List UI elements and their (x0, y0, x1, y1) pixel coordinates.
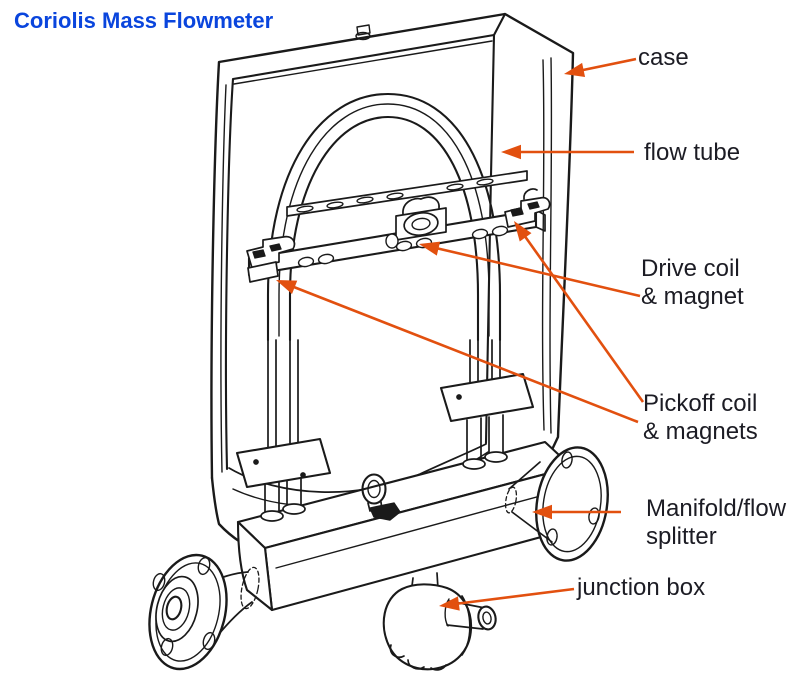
leader-manifold-flow-splitter-1-arrowhead (532, 504, 552, 520)
label-pickoff-coil-magnets-line-1: Pickoff coil (643, 390, 758, 417)
label-manifold-flow-splitter-line-2: splitter (646, 523, 717, 550)
flow-tube-drawing (266, 92, 502, 456)
page-title: Coriolis Mass Flowmeter (14, 8, 274, 33)
flange-left (148, 553, 260, 671)
leader-flow-tube-1-arrowhead (501, 144, 521, 160)
leader-pickoff-coil-magnets-2-line (288, 283, 639, 424)
case-top-screw (355, 31, 371, 41)
label-case-line-1: case (638, 44, 689, 71)
label-drive-coil-magnet-line-2: & magnet (641, 283, 744, 310)
label-pickoff-coil-magnets-line-2: & magnets (643, 418, 758, 445)
pickoff-right-drawing (504, 188, 551, 228)
leader-drive-coil-magnet-1-arrowhead (419, 241, 441, 256)
label-flow-tube-line-1: flow tube (644, 139, 741, 166)
leader-case-1-line (577, 57, 637, 73)
mounting-plates (235, 372, 535, 489)
pickoff-left-drawing (246, 235, 296, 283)
leader-case-1-arrowhead (564, 62, 586, 77)
leader-junction-box-1-line (452, 587, 575, 606)
label-case: case (638, 44, 689, 72)
label-pickoff-coil-magnets: Pickoff coil& magnets (643, 390, 758, 446)
leader-pickoff-coil-magnets-1-line (521, 231, 645, 403)
label-junction-box-line-1: junction box (577, 574, 706, 601)
label-drive-coil-magnet: Drive coil& magnet (641, 255, 744, 311)
leader-pickoff-coil-magnets-1-arrowhead (514, 221, 532, 242)
label-flow-tube: flow tube (644, 139, 740, 167)
flange-right (504, 446, 609, 562)
eyebolt (361, 473, 401, 521)
leader-pickoff-coil-magnets-2-arrowhead (276, 280, 298, 295)
tube-collars (260, 414, 508, 522)
drive-coil-drawing (385, 196, 447, 249)
label-junction-box: junction box (577, 574, 705, 602)
leader-junction-box-1-arrowhead (439, 596, 460, 611)
label-drive-coil-magnet-line-1: Drive coil (641, 255, 740, 282)
leader-drive-coil-magnet-1-line (432, 245, 641, 298)
label-manifold-flow-splitter-line-1: Manifold/flow (646, 495, 787, 522)
